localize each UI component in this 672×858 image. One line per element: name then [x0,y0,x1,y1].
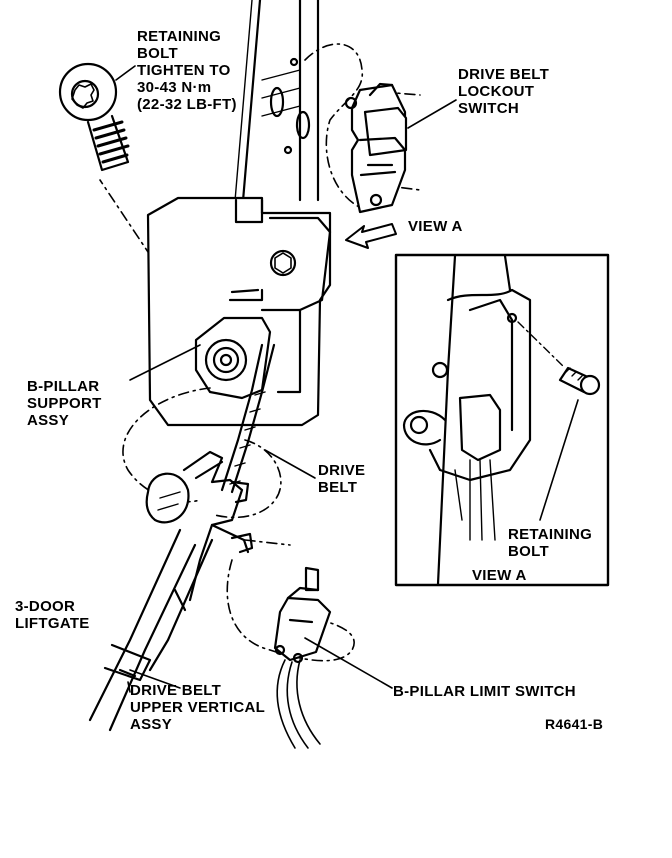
drive-belt-label-line-1: DRIVE [318,462,366,479]
retaining-bolt-drawing [58,62,130,172]
upper-vertical-label: DRIVE BELT UPPER VERTICAL ASSY [130,682,265,733]
inset-caption: VIEW A [472,567,527,584]
lockout-switch-label: DRIVE BELT LOCKOUT SWITCH [458,66,549,117]
figure-code-text: R4641-B [545,716,604,732]
b-pillar-support-drawing [146,196,332,427]
lockout-switch-label-line-3: SWITCH [458,100,519,117]
lockout-switch-drawing [344,82,408,214]
retaining-bolt-label: RETAINING BOLT TIGHTEN TO 30-43 N·m (22-… [137,28,237,113]
upper-vertical-label-line-3: ASSY [130,716,173,733]
junction-callout-outline [122,387,282,519]
retaining-bolt-label-line-4: 30-43 N·m [137,79,212,96]
lockout-switch-label-line-2: LOCKOUT [458,83,535,100]
inset-bolt-label-line-2: BOLT [508,543,549,560]
drive-belt-label-line-2: BELT [318,479,358,496]
view-a-arrow-label-text: VIEW A [408,218,463,235]
limit-switch-drawing [273,566,332,749]
view-a-arrow-drawing [345,223,397,249]
leader-lines [115,65,457,693]
retaining-bolt-label-line-2: BOLT [137,45,178,62]
retaining-bolt-label-line-5: (22-32 LB-FT) [137,96,237,113]
liftgate-label-line-1: 3-DOOR [15,598,76,615]
retaining-bolt-label-line-1: RETAINING [137,28,222,45]
b-pillar-support-label-line-1: B-PILLAR [27,378,100,395]
inset-bolt-label: RETAINING BOLT [508,526,592,560]
lockout-switch-label-line-1: DRIVE BELT [458,66,550,83]
view-a-inset-drawing [394,253,610,587]
drive-belt-drawing [220,343,276,494]
drive-belt-label: DRIVE BELT [318,462,365,496]
upper-vertical-label-line-1: DRIVE BELT [130,682,222,699]
upper-vertical-label-line-2: UPPER VERTICAL [130,699,266,716]
liftgate-label: 3-DOOR LIFTGATE [15,598,90,632]
limit-switch-label: B-PILLAR LIMIT SWITCH [393,683,576,700]
liftgate-label-line-2: LIFTGATE [15,615,90,632]
b-pillar-support-label: B-PILLAR SUPPORT ASSY [27,378,102,429]
inset-caption-text: VIEW A [472,567,527,584]
lower-rails-drawing [88,528,214,732]
inset-bolt-label-line-1: RETAINING [508,526,593,543]
view-a-arrow-label: VIEW A [408,218,463,235]
b-pillar-support-label-line-3: ASSY [27,412,70,429]
b-pillar-support-label-line-2: SUPPORT [27,395,102,412]
lower-guide-drawing [145,450,254,602]
retaining-bolt-label-line-3: TIGHTEN TO [137,62,231,79]
figure-code: R4641-B [545,716,603,733]
limit-switch-label-text: B-PILLAR LIMIT SWITCH [393,683,576,700]
